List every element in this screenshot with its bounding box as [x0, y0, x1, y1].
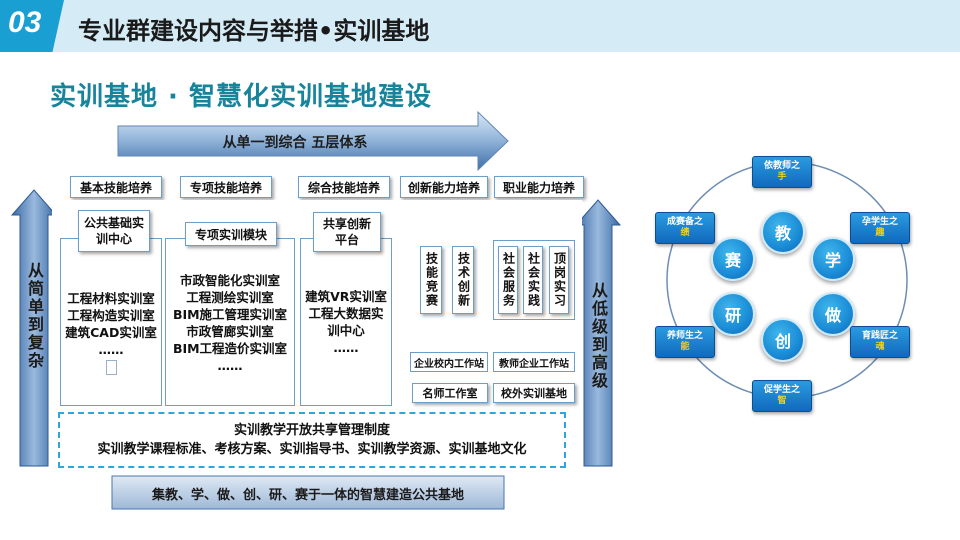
- outer-line-accent: 手: [777, 172, 787, 182]
- page-title: 专业群建设内容与举措•实训基地: [78, 11, 429, 46]
- cycle-outer-teacher: 依教师之手: [752, 156, 812, 188]
- outer-line-accent: 智: [777, 396, 787, 406]
- page-title-main: 专业群建设内容与举措: [78, 17, 318, 45]
- outer-line: 育践匠之: [861, 331, 898, 341]
- column-1-list: 工程材料实训室 工程构造实训室 建筑CAD实训室 ……: [60, 290, 162, 358]
- top-arrow-label: 从单一到综合 五层体系: [222, 135, 368, 151]
- cycle-ring: [666, 161, 908, 399]
- level-box-4: 创新能力培养: [400, 176, 488, 198]
- center-special-module: 专项实训模块: [185, 222, 277, 246]
- list-item: 市政管廊实训室: [186, 324, 274, 339]
- system-line: 实训教学开放共享管理制度: [233, 423, 390, 438]
- system-box: [58, 412, 566, 468]
- vertical-box-social-practice: 社会实践: [523, 246, 543, 314]
- level-box-1: 基本技能培养: [70, 176, 162, 198]
- outer-line: 促学生之: [763, 385, 800, 395]
- system-line: 实训教学课程标准、考核方案、实训指导书、实训教学资源、实训基地文化: [97, 442, 527, 457]
- page-title-accent: •实训基地: [318, 17, 430, 45]
- list-item: ……: [333, 340, 359, 355]
- column-shared-platform: [300, 238, 392, 406]
- cycle-outer-student-interest: 孕学生之趣: [850, 212, 910, 244]
- list-item: 建筑CAD实训室: [65, 325, 157, 340]
- cycle-node-learn: 学: [811, 237, 855, 281]
- box-master-studio: 名师工作室: [412, 383, 488, 403]
- section-number: 03: [8, 6, 42, 39]
- cycle-node-teach: 教: [761, 210, 805, 254]
- center-shared-platform: 共享创新平台: [313, 212, 381, 252]
- list-item: 建筑VR实训室: [305, 289, 387, 304]
- cycle-node-research: 研: [711, 292, 755, 336]
- vertical-box-internship: 顶岗实习: [549, 246, 569, 314]
- right-arrow-shape: [574, 199, 622, 467]
- list-item: ……: [98, 342, 124, 357]
- vertical-box-social-service: 社会服务: [498, 246, 518, 314]
- outer-line: 养师生之: [666, 331, 703, 341]
- list-item: BIM施工管理实训室: [172, 307, 288, 322]
- bottom-bar-label: 集教、学、做、创、研、赛于一体的智慧建造公共基地: [151, 488, 464, 503]
- column-2-list: 市政智能化实训室 工程测绘实训室 BIM施工管理实训室 市政管廊实训室 BIM工…: [165, 272, 295, 374]
- list-item: 工程材料实训室: [67, 291, 155, 306]
- list-item: ……: [217, 358, 243, 373]
- left-arrow-label: 从简单到复杂: [25, 262, 44, 370]
- right-arrow-label: 从低级到高级: [589, 282, 608, 390]
- vertical-box-skill-competition: 技能竞赛: [420, 246, 442, 314]
- vertical-box-tech-innovation: 技术创新: [452, 246, 474, 314]
- level-box-3: 综合技能培养: [298, 176, 390, 198]
- section-number-badge: 03: [0, 0, 64, 52]
- section-subtitle: 实训基地 · 智慧化实训基地建设: [50, 82, 432, 112]
- box-offcampus-base: 校外实训基地: [493, 383, 575, 403]
- list-item: 工程构造实训室: [67, 308, 155, 323]
- column-special-module: [165, 238, 295, 406]
- outer-line-accent: 能: [680, 342, 690, 352]
- cycle-outer-student-wisdom: 促学生之智: [752, 380, 812, 412]
- level-box-5: 职业能力培养: [494, 176, 584, 198]
- cycle-outer-craftsman: 育践匠之魂: [850, 326, 910, 358]
- cycle-node-do: 做: [811, 292, 855, 336]
- outer-line-accent: 绩: [680, 228, 690, 238]
- list-item: 训中心: [327, 323, 365, 338]
- cycle-node-create: 创: [761, 318, 805, 362]
- system-text: 实训教学开放共享管理制度 实训教学课程标准、考核方案、实训指导书、实训教学资源、…: [58, 421, 566, 459]
- column-3-list: 建筑VR实训室 工程大数据实 训中心 ……: [300, 288, 392, 356]
- outer-line: 孕学生之: [861, 217, 898, 227]
- list-item: BIM工程造价实训室: [172, 341, 288, 356]
- center-public-basic: 公共基础实训中心: [78, 210, 150, 252]
- level-box-2: 专项技能培养: [180, 176, 272, 198]
- cycle-node-compete: 赛: [711, 237, 755, 281]
- cycle-outer-ability: 养师生之能: [655, 326, 715, 358]
- cycle-outer-competition: 成赛备之绩: [655, 212, 715, 244]
- list-item: 工程大数据实: [308, 306, 384, 321]
- placeholder-glyph-icon: [106, 360, 117, 375]
- outer-line-accent: 趣: [875, 228, 885, 238]
- top-arrow-shape: [117, 110, 509, 172]
- list-item: 市政智能化实训室: [179, 273, 280, 288]
- outer-line: 成赛备之: [666, 217, 703, 227]
- list-item: 工程测绘实训室: [186, 290, 274, 305]
- left-arrow-shape: [10, 189, 58, 467]
- outer-line: 依教师之: [763, 161, 800, 171]
- bottom-bar-shape: [111, 475, 505, 510]
- box-teacher-station: 教师企业工作站: [493, 352, 575, 372]
- outer-line-accent: 魂: [875, 342, 885, 352]
- header-band: [0, 0, 960, 52]
- box-enterprise-station: 企业校内工作站: [410, 352, 488, 372]
